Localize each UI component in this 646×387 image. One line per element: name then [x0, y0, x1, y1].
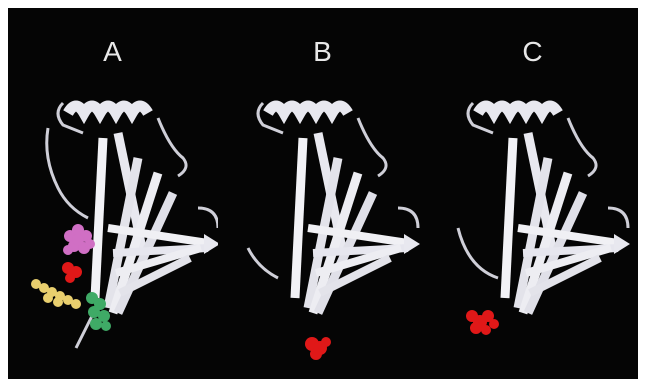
yellow-spheres [31, 279, 81, 309]
ribbon-model [458, 103, 630, 313]
protein-structure [428, 8, 638, 379]
protein-structure [218, 8, 428, 379]
red-spheres [305, 337, 331, 360]
image-frame: A [8, 8, 638, 379]
red-spheres [466, 310, 499, 335]
panel-b: B [218, 8, 428, 379]
protein-structure [8, 8, 218, 379]
panel-c: C [428, 8, 638, 379]
red-spheres [62, 262, 82, 283]
ribbon-model [47, 103, 218, 348]
magenta-spheres [63, 224, 95, 255]
panel-a: A [8, 8, 218, 379]
ribbon-model [248, 103, 420, 313]
